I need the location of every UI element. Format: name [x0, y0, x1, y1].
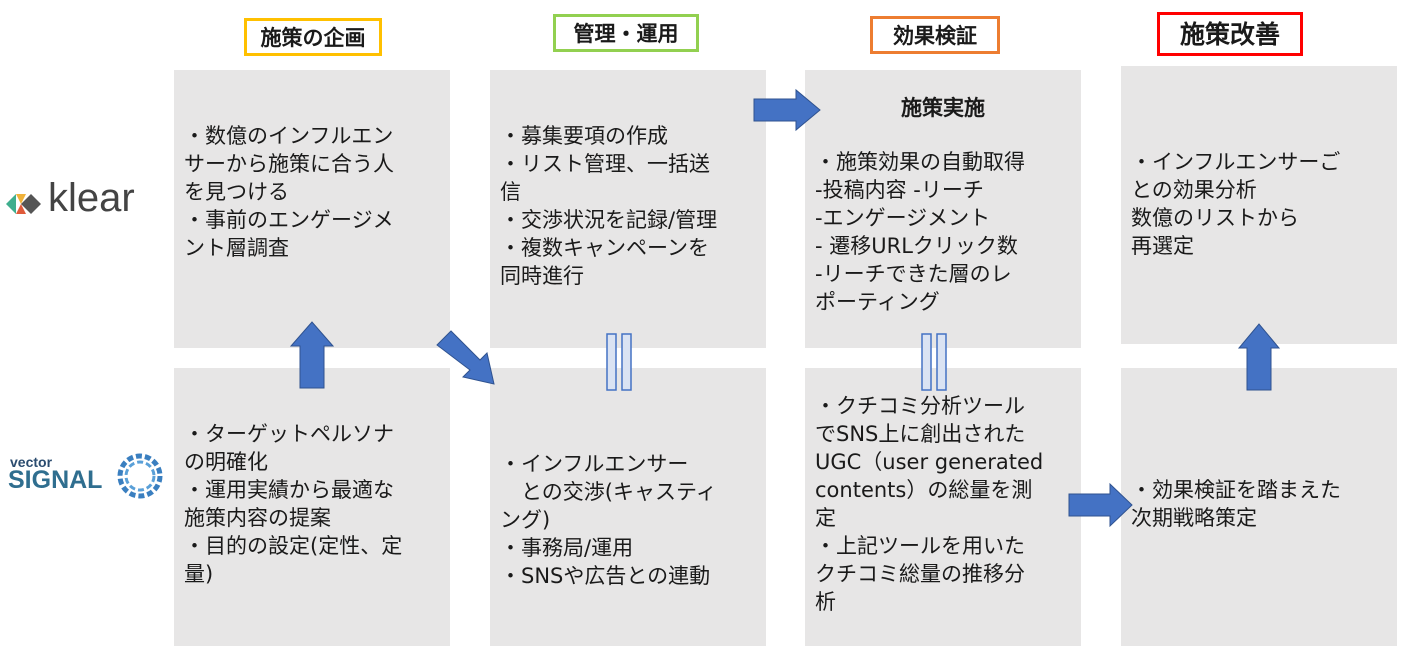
header-improve: 施策改善	[1157, 12, 1303, 56]
klear-verify-box: 施策実施 ・施策効果の自動取得 -投稿内容 -リーチ -エンゲージメント - 遷…	[805, 70, 1081, 348]
signal-verify-box: ・クチコミ分析ツール でSNS上に創出された UGC（user generate…	[805, 368, 1081, 646]
klear-manage-text: ・募集要項の作成 ・リスト管理、一括送 信 ・交渉状況を記録/管理 ・複数キャン…	[500, 124, 718, 288]
klear-logo: klear	[4, 176, 164, 228]
klear-verify-text: ・施策効果の自動取得 -投稿内容 -リーチ -エンゲージメント - 遷移URLク…	[815, 150, 1025, 314]
klear-plan-text: ・数億のインフルエン サーから施策に合う人 を見つける ・事前のエンゲージメ ン…	[184, 124, 394, 260]
right-arrow-bottom-icon	[1068, 482, 1133, 528]
klear-improve-box: ・インフルエンサーご との効果分析 数億のリストから 再選定	[1121, 66, 1397, 344]
klear-logo-mark-icon	[6, 194, 41, 214]
vector-signal-logo: vector SIGNAL	[8, 448, 168, 508]
signal-manage-box: ・インフルエンサー との交渉(キャスティ ング) ・事務局/運用 ・SNSや広告…	[490, 368, 766, 646]
signal-manage-text: ・インフルエンサー との交渉(キャスティ ング) ・事務局/運用 ・SNSや広告…	[500, 452, 717, 588]
signal-plan-text: ・ターゲットペルソナ の明確化 ・運用実績から最適な 施策内容の提案 ・目的の設…	[184, 422, 403, 586]
up-arrow-improve-icon	[1237, 323, 1281, 391]
equal-sign-manage-icon	[606, 333, 632, 391]
diagonal-arrow-icon	[436, 330, 495, 385]
signal-improve-box: ・効果検証を踏まえた 次期戦略策定	[1121, 368, 1397, 646]
header-plan: 施策の企画	[244, 18, 382, 56]
signal-plan-box: ・ターゲットペルソナ の明確化 ・運用実績から最適な 施策内容の提案 ・目的の設…	[174, 368, 450, 646]
header-manage: 管理・運用	[553, 14, 699, 52]
signal-ring-icon	[117, 453, 163, 499]
equal-sign-verify-icon	[921, 333, 947, 391]
signal-improve-text: ・効果検証を踏まえた 次期戦略策定	[1131, 478, 1341, 530]
right-arrow-top-icon	[753, 88, 821, 132]
header-verify: 効果検証	[870, 16, 1000, 54]
klear-logo-text: klear	[48, 176, 135, 220]
klear-improve-text: ・インフルエンサーご との効果分析 数億のリストから 再選定	[1131, 150, 1341, 258]
signal-logo-text: SIGNAL	[8, 466, 103, 494]
signal-verify-text: ・クチコミ分析ツール でSNS上に創出された UGC（user generate…	[815, 394, 1044, 614]
klear-plan-box: ・数億のインフルエン サーから施策に合う人 を見つける ・事前のエンゲージメ ン…	[174, 70, 450, 348]
vector-logo-text: vector	[10, 454, 53, 470]
klear-manage-box: ・募集要項の作成 ・リスト管理、一括送 信 ・交渉状況を記録/管理 ・複数キャン…	[490, 70, 766, 348]
klear-verify-title: 施策実施	[901, 96, 985, 120]
up-arrow-icon	[289, 321, 335, 389]
